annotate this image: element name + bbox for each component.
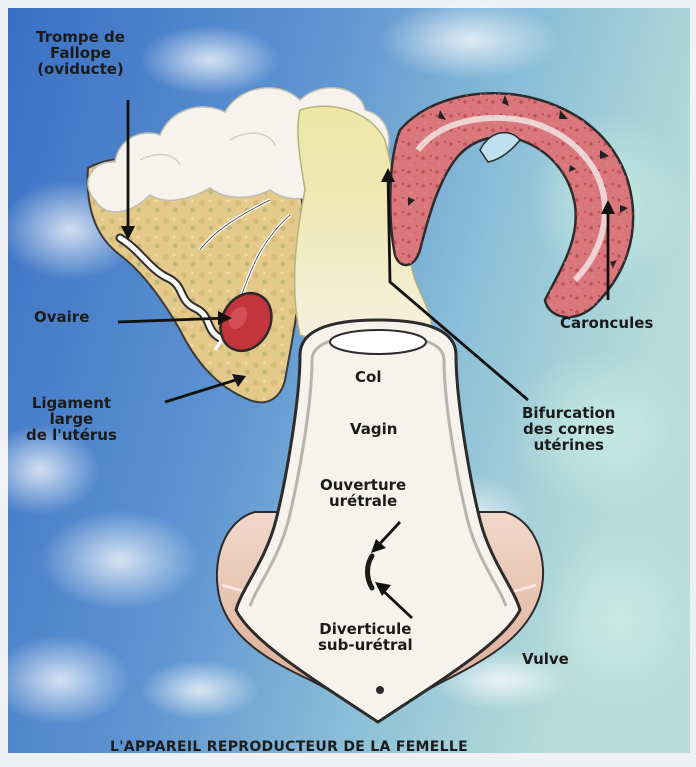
label-trompe-de-fallope: Trompe de Fallope (oviducte) [36, 30, 125, 77]
cervix-opening [330, 330, 426, 354]
label-ligament-large: Ligament large de l'utérus [26, 396, 117, 443]
label-col: Col [355, 370, 381, 386]
label-vagin: Vagin [350, 422, 397, 438]
diagram-title: L'APPAREIL REPRODUCTEUR DE LA FEMELLE [110, 740, 468, 755]
label-caroncules: Caroncules [560, 316, 653, 332]
label-ouverture-uretrale: Ouverture urétrale [320, 478, 406, 510]
label-vulve: Vulve [522, 652, 569, 668]
label-diverticule: Diverticule sub-urétral [318, 622, 413, 654]
label-bifurcation: Bifurcation des cornes utérines [522, 406, 616, 453]
label-ovaire: Ovaire [34, 310, 89, 326]
